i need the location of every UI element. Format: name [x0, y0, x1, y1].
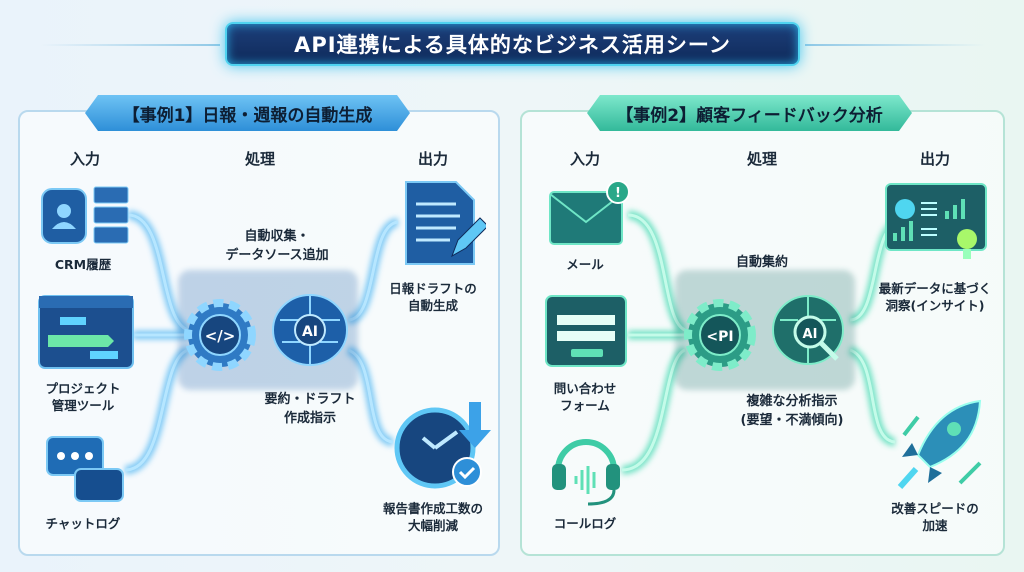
form-icon [545, 295, 627, 367]
document-pen-icon [405, 181, 486, 265]
ai-brain-icon: AI [272, 294, 348, 366]
input-label-call: コールログ [553, 516, 617, 531]
output-label-draft: 日報ドラフトの 自動生成 [389, 281, 477, 313]
ai-text: AI [803, 327, 818, 342]
dashboard-icon [885, 183, 987, 259]
case1-header: 【事例1】日報・週報の自動生成 [85, 95, 410, 131]
gear-code-icon: </> [184, 299, 256, 371]
input-label-form: 問い合わせ フォーム [553, 381, 617, 413]
chat-bubbles-icon [46, 436, 124, 502]
output-label-reduction: 報告書作成工数の 大幅削減 [382, 501, 483, 533]
gear-text: <PI [706, 329, 733, 345]
process-bottom-text: 複雑な分析指示 (要望・不満傾向) [740, 394, 844, 428]
case1-panel: 【事例1】日報・週報の自動生成 入力 処理 出力 CRM履歴 プロジェクト 管理… [18, 90, 500, 556]
input-label-project: プロジェクト 管理ツール [45, 381, 121, 413]
gear-api-icon: <PI [684, 299, 756, 371]
database-icon [41, 186, 129, 244]
input-label-chat: チャットログ [45, 516, 121, 531]
input-label-crm: CRM履歴 [54, 257, 112, 272]
mail-icon: ! [549, 180, 630, 245]
input-label-mail: メール [566, 257, 604, 272]
title-decoration-right [805, 44, 985, 46]
process-top-text: 自動収集・ データソース追加 [225, 229, 329, 263]
page-title: API連携による具体的なビジネス活用シーン [225, 22, 800, 66]
headset-icon [552, 439, 620, 506]
gear-text: </> [205, 327, 236, 345]
process-top-text: 自動集約 [735, 255, 788, 270]
clock-check-icon [394, 402, 491, 489]
svg-text:!: ! [615, 186, 621, 201]
process-bottom-text: 要約・ドラフト 作成指示 [264, 392, 356, 426]
case2-panel: 【事例2】顧客フィードバック分析 入力 処理 出力 ! メール 問い合わせ フォ… [520, 90, 1005, 556]
rocket-icon [897, 399, 982, 489]
column-output-label: 出力 [919, 150, 950, 168]
case2-header: 【事例2】顧客フィードバック分析 [587, 95, 912, 131]
ai-text: AI [302, 324, 318, 340]
title-decoration-left [40, 44, 220, 46]
column-input-label: 入力 [569, 150, 600, 168]
column-input-label: 入力 [69, 150, 100, 168]
project-board-icon [38, 295, 134, 369]
column-process-label: 処理 [746, 150, 777, 168]
ai-brain-magnifier-icon: AI [772, 295, 844, 365]
column-process-label: 処理 [244, 150, 275, 168]
output-label-speed: 改善スピードの 加速 [891, 501, 979, 533]
output-label-insight: 最新データに基づく 洞察(インサイト) [878, 281, 992, 313]
column-output-label: 出力 [417, 150, 448, 168]
